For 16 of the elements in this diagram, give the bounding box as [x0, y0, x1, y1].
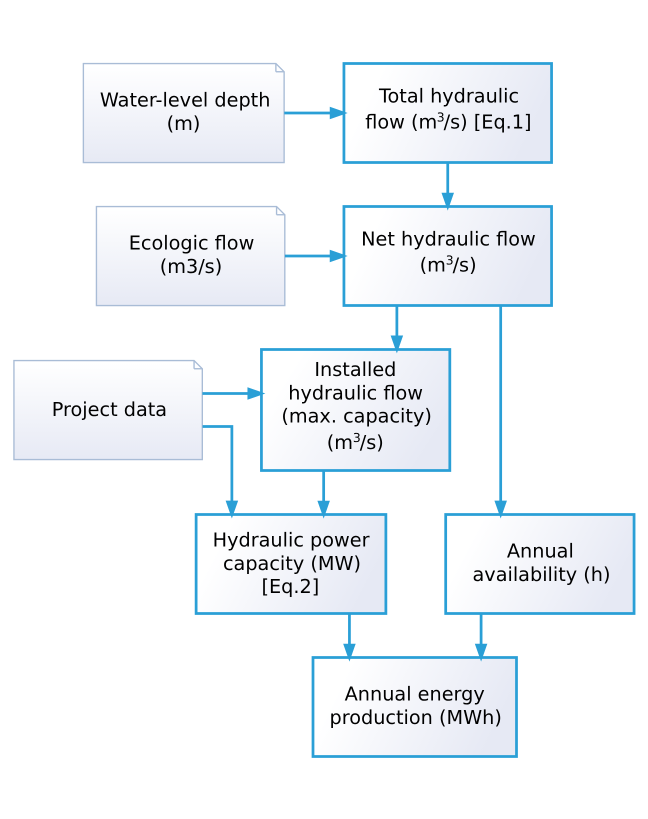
node-box: Net hydraulic flow (m$^{3}$/s) — [342, 204, 553, 306]
arrow — [284, 249, 348, 262]
node-box: Annual energy production (MWh) — [312, 656, 518, 758]
node-box: Annual availability (h) — [444, 512, 636, 614]
arrow — [202, 424, 238, 518]
arrow — [317, 470, 330, 518]
node-box: Installed hydraulic flow (max. capacity) (m$^{3}$/s) — [260, 348, 452, 472]
node-box: Hydraulic power capacity (MW) [Eq.2] — [194, 512, 388, 614]
node-box: Total hydraulic flow (m$^{3}$/s) [Eq.1] — [342, 62, 553, 164]
arrow — [202, 386, 266, 400]
arrow — [343, 613, 356, 662]
arrow — [494, 306, 507, 518]
arrow — [284, 106, 348, 119]
arrow — [474, 613, 488, 662]
arrow — [441, 162, 454, 210]
arrow — [390, 305, 404, 353]
